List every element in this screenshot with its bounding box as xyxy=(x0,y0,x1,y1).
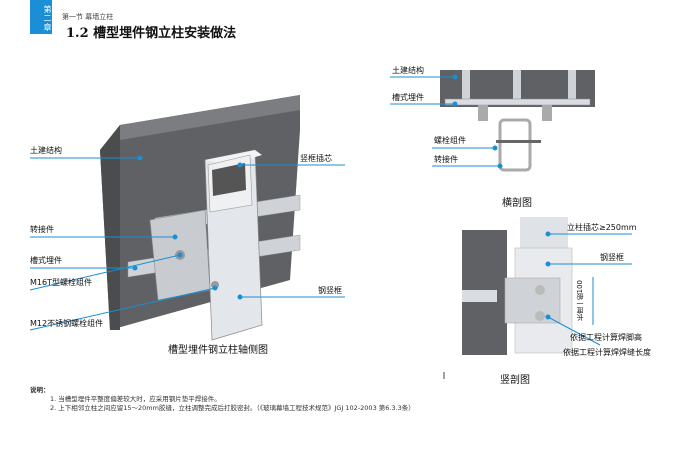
label-steel-frame: 钢竖框 xyxy=(318,286,342,295)
label-civil-structure: 土建结构 xyxy=(30,146,62,155)
section-label: 第一节 幕墙立柱 xyxy=(62,13,114,21)
label-column-core: 竖框插芯 xyxy=(300,154,332,163)
caption-vertical-section: 竖剖图 xyxy=(500,375,530,386)
axonometric-drawing xyxy=(100,95,301,341)
label-vs-weld-length: 依据工程计算焊焊缝长度 xyxy=(563,348,651,357)
note-1: 1. 当槽型埋件平整度偏差较大时，应采用钢片垫平焊接件。 xyxy=(50,395,221,403)
label-m16-bolt: M16T型螺栓组件 xyxy=(30,278,92,287)
note-2: 2. 上下相邻立柱之间应留15～20mm胶缝，立柱调整完成后打胶密封。（《玻璃幕… xyxy=(50,404,415,412)
label-vs-weld-height: 依据工程计算焊脚高 xyxy=(570,333,642,342)
label-channel-embed: 槽式埋件 xyxy=(30,256,62,265)
label-connector: 转接件 xyxy=(30,225,54,234)
cross-section-drawing xyxy=(440,70,595,172)
vertical-section-drawing xyxy=(462,217,573,355)
dimension-length: 长度一般100 xyxy=(576,280,584,322)
label-cs-channel: 槽式埋件 xyxy=(392,93,424,102)
notes-heading: 说明： xyxy=(30,386,50,394)
caption-cross-section: 横剖图 xyxy=(502,198,532,209)
label-vs-core: 立柱插芯≥250mm xyxy=(567,223,637,232)
caption-axonometric: 槽型埋件钢立柱轴侧图 xyxy=(168,345,268,356)
label-cs-connector: 转接件 xyxy=(434,155,458,164)
page-title: 1.2 槽型埋件钢立柱安装做法 xyxy=(66,26,237,41)
label-cs-civil: 土建结构 xyxy=(392,66,424,75)
label-m12-bolt: M12不锈钢螺栓组件 xyxy=(30,319,104,328)
label-cs-bolt: 螺栓组件 xyxy=(434,136,466,145)
label-vs-frame: 钢竖框 xyxy=(600,253,624,262)
chapter-badge: 第二章 xyxy=(30,0,52,34)
notes: 说明： 1. 当槽型埋件平整度偏差较大时，应采用钢片垫平焊接件。 2. 上下相邻… xyxy=(30,386,415,413)
